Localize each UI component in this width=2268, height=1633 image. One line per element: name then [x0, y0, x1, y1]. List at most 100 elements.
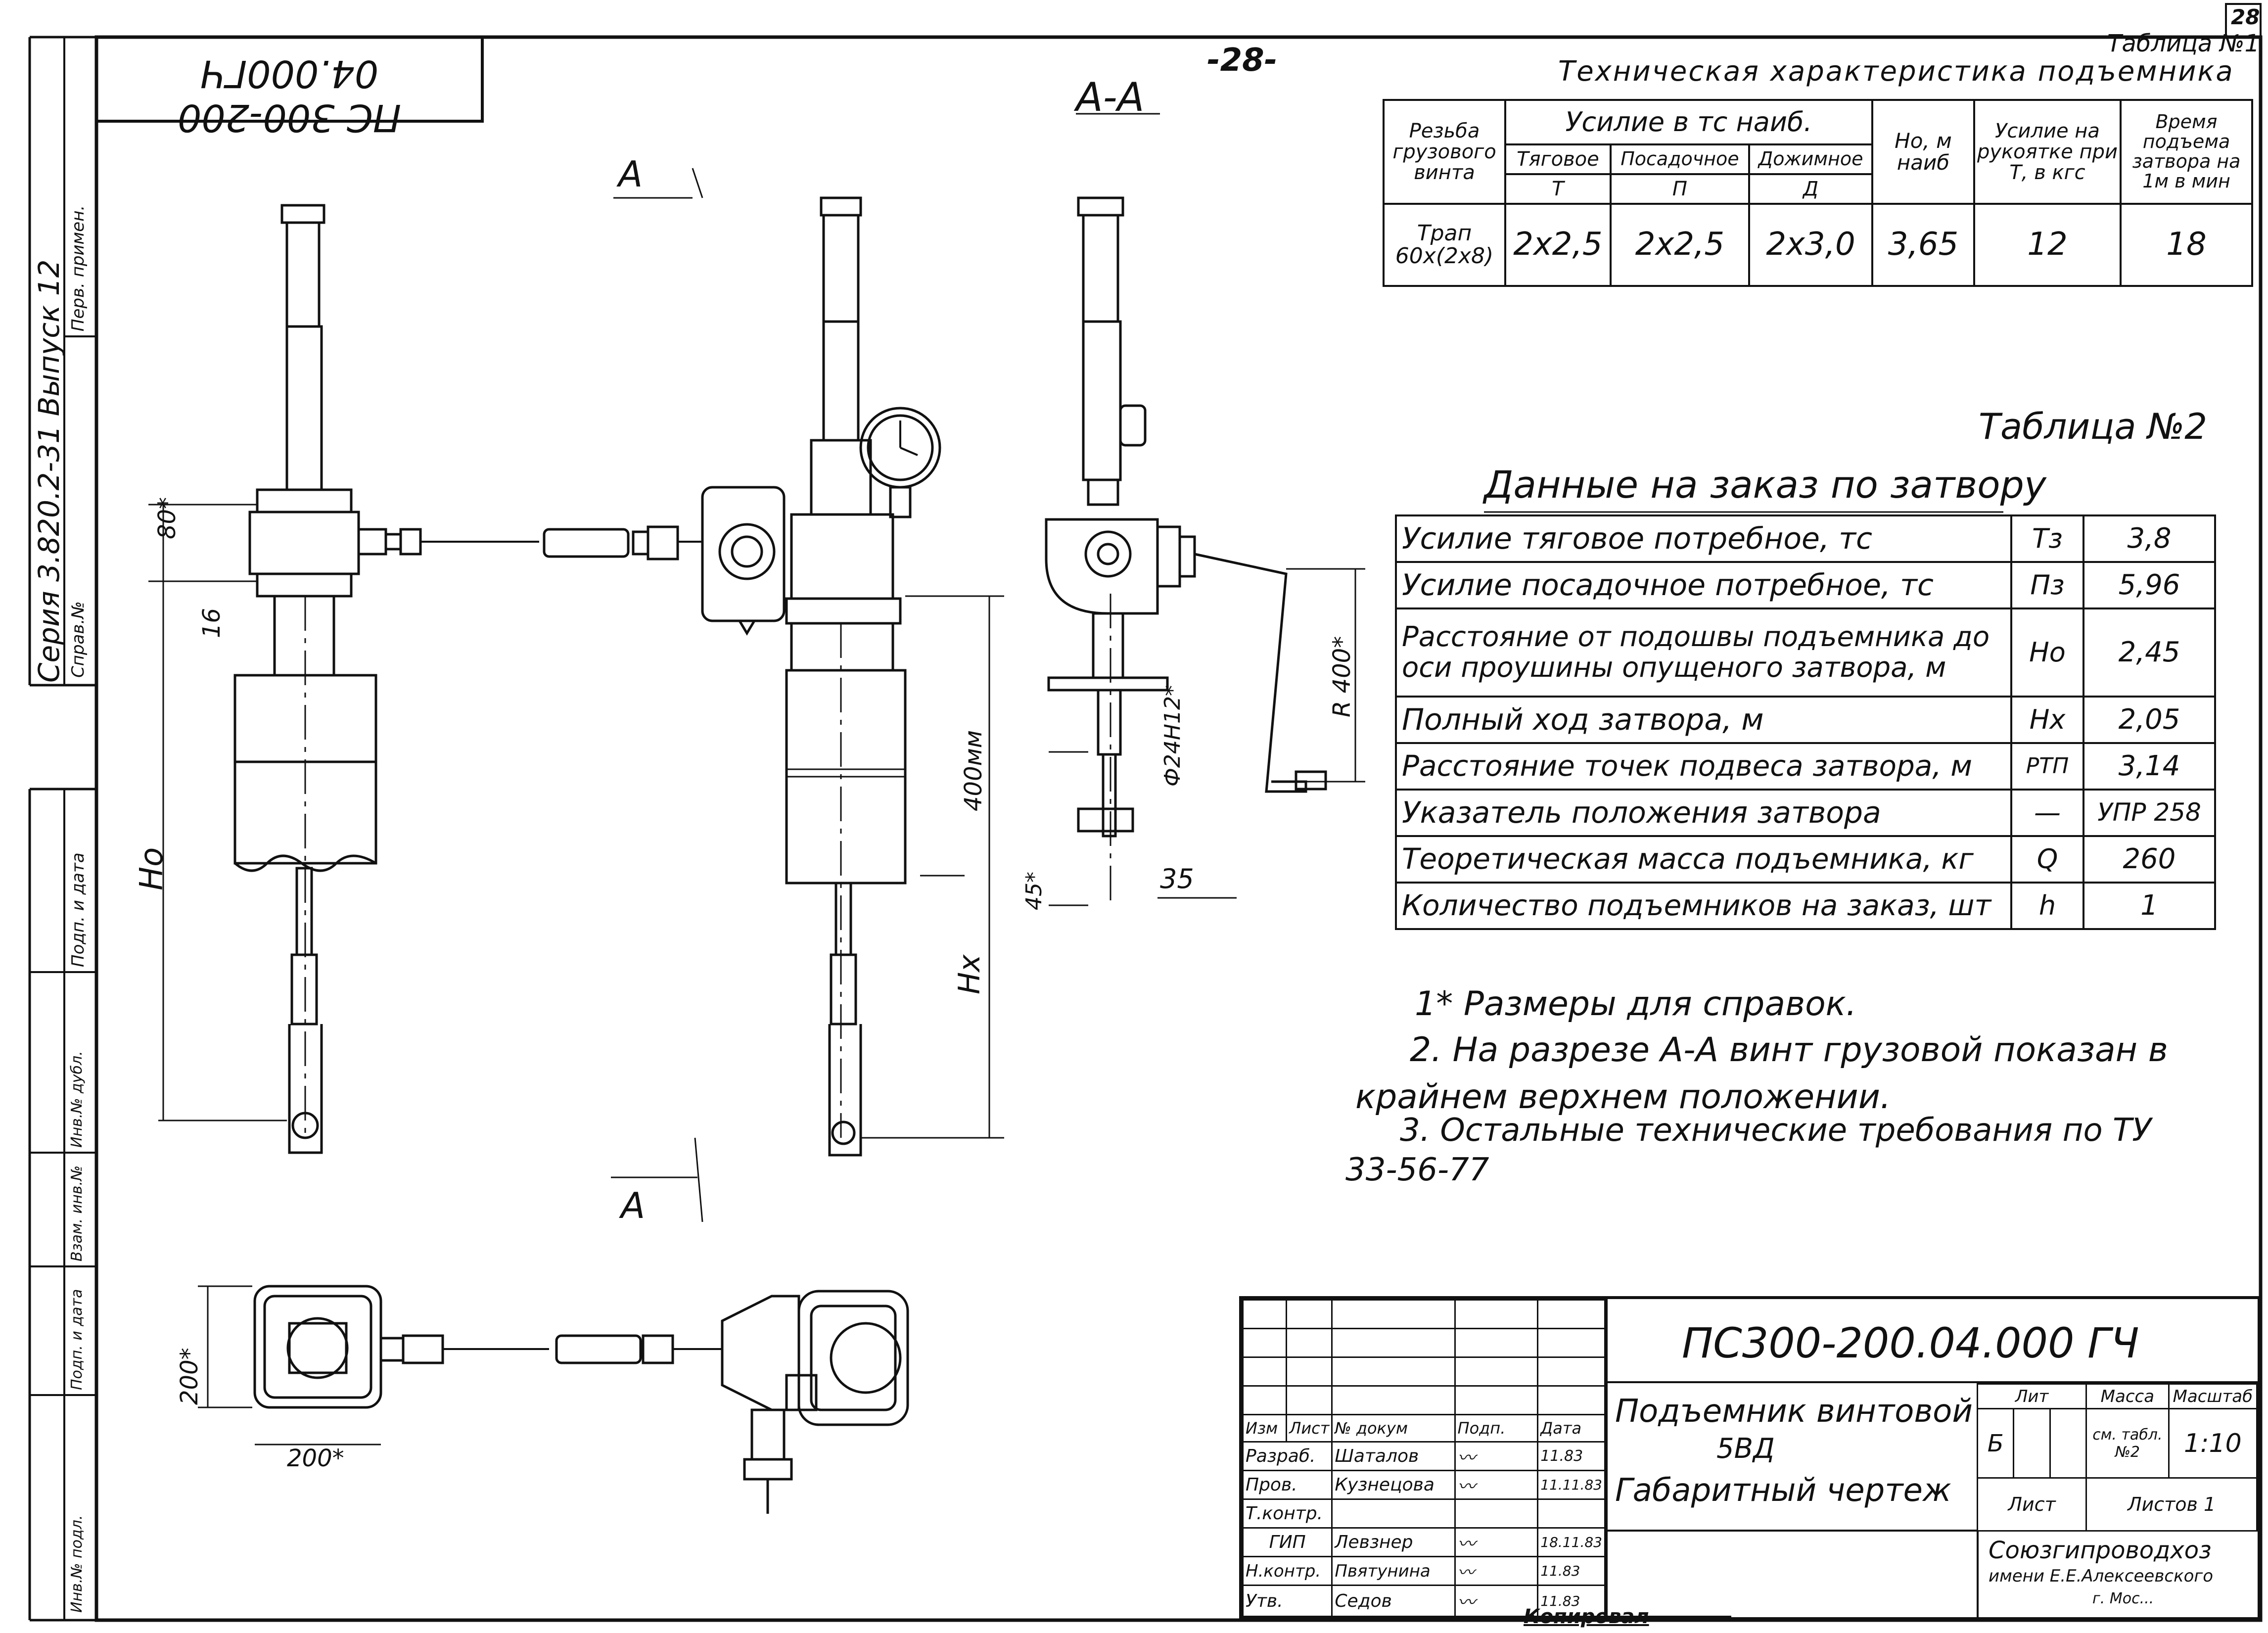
tb-empty-cell [1606, 1532, 1977, 1617]
dim-200-horizontal: 200* [287, 1445, 344, 1472]
strip-field-dup-inv: Инв.№ дубл. [68, 1051, 86, 1148]
tb-sign-date: 18.11.83 [1537, 1527, 1606, 1557]
tb-signer-name: Пвятунина [1331, 1556, 1456, 1586]
t2-value: 3,8 [2083, 514, 2216, 563]
section-a-a-view [785, 196, 941, 1157]
t2-value: 2,45 [2083, 607, 2216, 698]
t1-val-height: 3,65 [1871, 203, 1975, 287]
t1-val-handle: 12 [1973, 203, 2122, 287]
strip-field-sign-date-1: Подп. и дата [68, 852, 88, 967]
dim-200-vertical: 200* [176, 1348, 203, 1405]
t2-symbol: РТП [2010, 742, 2084, 791]
table1-title: Техническая характеристика подъемника [1558, 55, 2234, 88]
t2-label: Расстояние от подошвы подъемника до оси … [1395, 607, 2012, 698]
t1-head-handle: Усилие на рукоятке при Т, в кгс [1973, 99, 2122, 205]
tb-sheet-label: Лист [1976, 1477, 2087, 1532]
tb-signature: 〰 [1454, 1527, 1539, 1557]
tb-scale-label: Масштаб [2168, 1383, 2258, 1409]
side-view [1045, 196, 1327, 905]
section-title: А-А [1076, 74, 1145, 120]
tb-signer-name: Шаталов [1331, 1441, 1456, 1471]
t1-val-time: 18 [2120, 203, 2253, 287]
tb-role: Утв. [1242, 1585, 1333, 1617]
tb-lit-mass-scale: Лит Масса Масштаб Б см. табл. №2 1:10 Ли… [1976, 1383, 2258, 1532]
dim-bolt-diameter: Ф24Н12* [1160, 685, 1185, 787]
mirrored-code-frame [95, 36, 484, 123]
series-label: Серия 3.820.2-31 Выпуск 12 [32, 259, 66, 683]
t2-label: Полный ход затвора, м [1395, 695, 2012, 744]
title-block: Изм Лист № докум Подп. Дата Разраб. Шата… [1239, 1296, 2261, 1620]
note-3: 3. Остальные технические требования по Т… [1345, 1112, 2152, 1188]
dim-45: 45* [1021, 872, 1047, 910]
table1: Резьба грузового винта Усилие в тс наиб.… [1383, 99, 2253, 287]
strip-field-orig-inv: Инв.№ подл. [68, 1515, 86, 1613]
t1-head-traction: Тяговое [1504, 143, 1612, 175]
page-mark: -28- [1207, 42, 1278, 79]
t1-head-height: Но, м наиб [1871, 99, 1975, 205]
tb-name-line3: Габаритный чертеж [1615, 1472, 1951, 1509]
tb-role: Н.контр. [1242, 1556, 1333, 1586]
t2-symbol: Тз [2010, 514, 2084, 563]
tb-name-cell: Подъемник винтовой 5ВД Габаритный чертеж [1606, 1383, 1977, 1532]
plan-view [253, 1285, 909, 1514]
table2: Усилие тяговое потребное, тс Тз 3,8 Усил… [1395, 514, 2216, 931]
table1-number: Таблица №1 [2107, 30, 2260, 57]
t2-value: 260 [2083, 835, 2216, 884]
t1-sym-traction: T [1504, 173, 1612, 205]
tb-signature: 〰 [1454, 1556, 1539, 1586]
t1-head-time: Время подъема затвора на 1м в мин [2120, 99, 2253, 205]
tb-role: ГИП [1242, 1527, 1333, 1557]
tb-col-izm: Изм [1242, 1414, 1288, 1443]
tb-org-line3: г. Мос... [2092, 1590, 2154, 1607]
tb-signer-name [1331, 1498, 1456, 1529]
tb-org-cell: Союзгипроводхоз имени Е.Е.Алексеевского … [1977, 1532, 2258, 1617]
tb-code-cell: ПС300-200.04.000 ГЧ [1606, 1299, 2258, 1383]
tb-signature: 〰 [1454, 1441, 1539, 1471]
tb-sign-date: 11.83 [1537, 1441, 1606, 1471]
t2-label: Указатель положения затвора [1395, 788, 2012, 837]
t2-value: 1 [2083, 881, 2216, 931]
dimension-lines [148, 113, 1365, 1446]
tb-col-date: Дата [1537, 1414, 1606, 1443]
strip-field-first-use: Перв. примен. [68, 205, 88, 331]
tb-col-sign: Подп. [1454, 1414, 1539, 1443]
tb-scale-value: 1:10 [2168, 1408, 2258, 1479]
t2-symbol: Q [2010, 835, 2084, 884]
dim-400mm: 400мм [960, 730, 987, 811]
note-2: 2. На разрезе А-А винт грузовой показан … [1355, 1030, 2168, 1117]
dim-ho: Но [134, 847, 170, 890]
tb-code: ПС300-200.04.000 ГЧ [1682, 1319, 2139, 1367]
mirrored-code: ПС 300-200 04.000ГЧ [178, 52, 401, 140]
t2-value: УПР 258 [2083, 788, 2216, 837]
sheet-corner-number: 28 [2231, 5, 2260, 29]
t2-label: Усилие тяговое потребное, тс [1395, 514, 2012, 563]
t2-label: Количество подъемников на заказ, шт [1395, 881, 2012, 931]
t2-label: Теоретическая масса подъемника, кг [1395, 835, 2012, 884]
dim-hx: Нх [952, 954, 987, 994]
t1-head-press: Дожимное [1748, 143, 1873, 175]
tb-col-doc: № докум [1331, 1414, 1456, 1443]
tb-signer-name: Седов [1331, 1585, 1456, 1617]
tb-col-list: Лист [1286, 1414, 1333, 1443]
table2-number: Таблица №2 [1979, 406, 2208, 447]
t1-val-traction: 2х2,5 [1504, 203, 1612, 287]
tb-sign-date: 11.83 [1537, 1585, 1606, 1617]
copied-by: Копировал [1524, 1605, 1649, 1628]
dim-80: 80* [153, 497, 181, 539]
t1-val-press: 2х3,0 [1748, 203, 1873, 287]
front-view [233, 204, 786, 1154]
tb-lit-label: Лит [1976, 1383, 2087, 1409]
t2-value: 3,14 [2083, 742, 2216, 791]
tb-role: Т.контр. [1242, 1498, 1333, 1529]
table2-title: Данные на заказ по затвору [1484, 463, 2046, 507]
t2-label: Расстояние точек подвеса затвора, м [1395, 742, 2012, 791]
tb-signer-name: Левзнер [1331, 1527, 1456, 1557]
tb-signer-name: Кузнецова [1331, 1470, 1456, 1500]
t2-value: 5,96 [2083, 561, 2216, 610]
tb-sign-date: 11.83 [1537, 1556, 1606, 1586]
cut-marker-bottom: А [621, 1185, 646, 1226]
tb-lit-value: Б [1976, 1408, 2015, 1479]
note-1: 1* Размеры для справок. [1415, 984, 1857, 1024]
tb-role: Разраб. [1242, 1441, 1333, 1471]
dim-r400: R 400* [1328, 636, 1356, 717]
